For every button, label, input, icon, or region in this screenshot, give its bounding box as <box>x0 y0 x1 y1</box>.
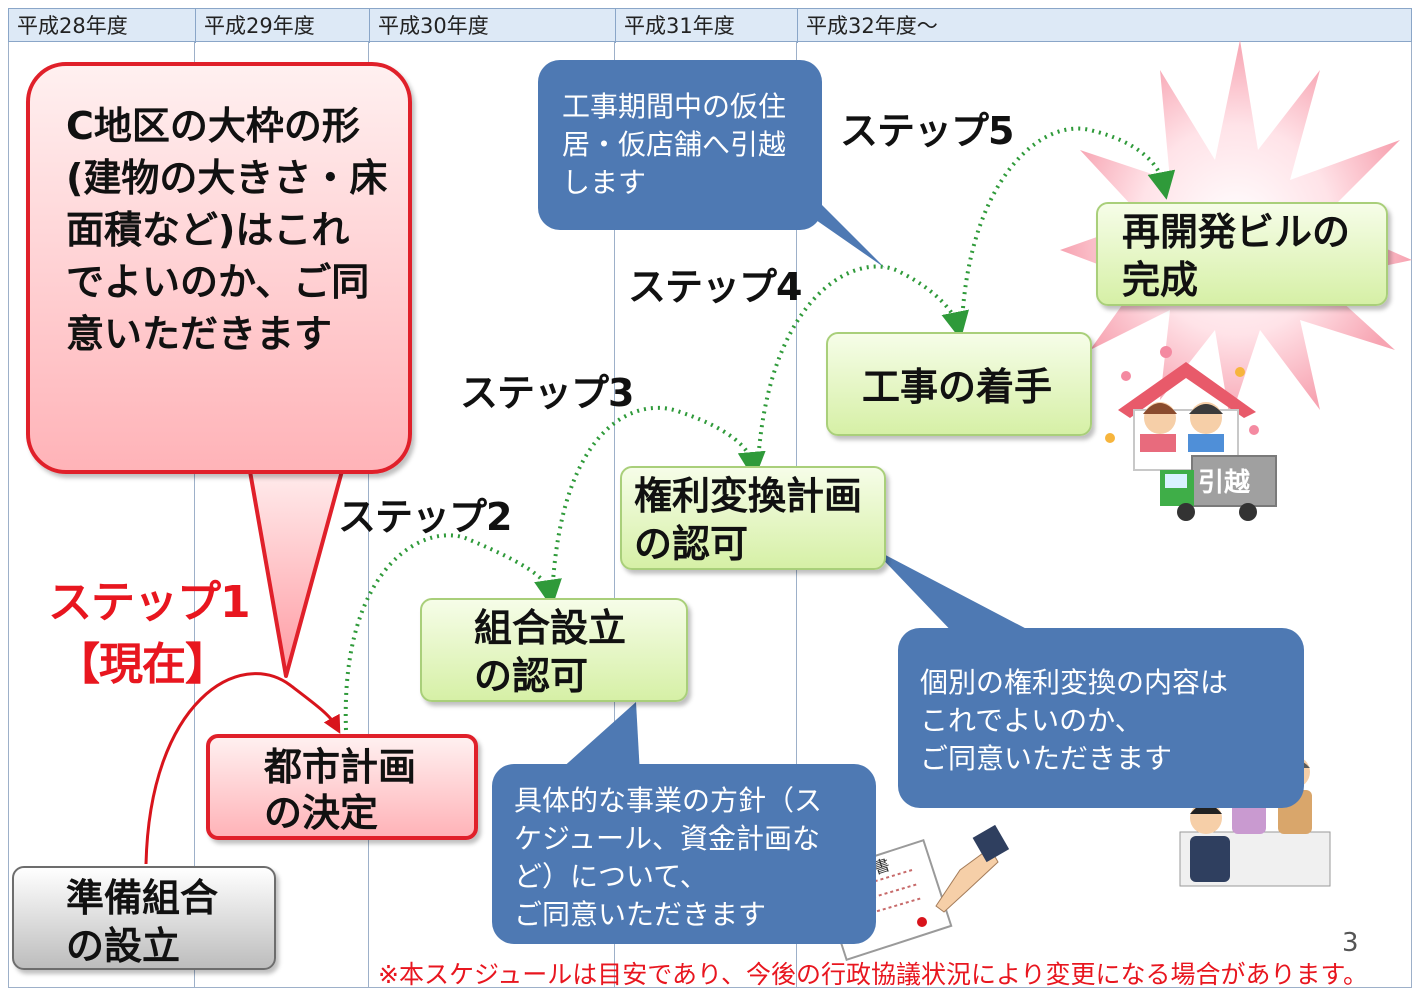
year-2020-plus: 平成32年度～ <box>797 9 1411 43</box>
family-house-illustration <box>1105 346 1259 471</box>
schedule-footnote: ※本スケジュールは目安であり、今後の行政協議状況により変更になる場合があります。 <box>378 960 1368 989</box>
step4-label: ステップ4 <box>628 265 802 309</box>
district-outline-callout: C地区の大枠の形 (建物の大きさ・床 面積など)はこれ でよいのか、ご同 意いた… <box>26 62 412 474</box>
policy-callout-tail <box>560 702 640 775</box>
page-number: 3 <box>1342 928 1359 958</box>
prep-association-box: 準備組合 の設立 <box>12 866 276 970</box>
district-callout-tail <box>246 458 347 678</box>
step5-label: ステップ5 <box>840 109 1014 153</box>
association-approval-box: 組合設立 の認可 <box>420 598 688 702</box>
individual-rights-callout: 個別の権利変換の内容は これでよいのか、 ご同意いただきます <box>898 628 1304 808</box>
step1-current-label: 【現在】 <box>56 639 229 690</box>
step4-arrow <box>756 264 969 463</box>
moving-truck-illustration <box>1160 455 1277 521</box>
year-2016: 平成28年度 <box>17 14 128 38</box>
column-divider <box>368 42 369 988</box>
step2-arrow <box>343 533 562 731</box>
construction-start-box: 工事の着手 <box>826 332 1092 436</box>
rights-plan-approval-box: 権利変換計画 の認可 <box>620 466 886 570</box>
city-plan-box: 都市計画 の決定 <box>206 734 478 840</box>
year-header: 平成28年度 平成29年度 平成30年度 平成31年度 平成32年度～ <box>8 8 1412 43</box>
column-divider <box>194 42 195 988</box>
step1-arrow <box>144 672 341 865</box>
year-2017: 平成29年度 <box>195 9 369 43</box>
step3-label: ステップ3 <box>460 371 634 415</box>
year-2019: 平成31年度 <box>615 9 797 43</box>
temp-housing-callout: 工事期間中の仮住 居・仮店舗へ引越 します <box>538 60 822 230</box>
business-policy-callout: 具体的な事業の方針（ス ケジュール、資金計画な ど）について、 ご同意いただきま… <box>492 764 876 944</box>
truck-label: 引越 <box>1198 468 1251 498</box>
rights-callout-tail <box>872 548 1040 640</box>
year-2018: 平成30年度 <box>369 9 615 43</box>
column-divider <box>614 42 615 988</box>
step5-arrow <box>960 126 1176 323</box>
building-complete-box: 再開発ビルの 完成 <box>1096 202 1388 306</box>
step1-label: ステップ1 <box>48 577 251 628</box>
step2-label: ステップ2 <box>338 495 512 539</box>
